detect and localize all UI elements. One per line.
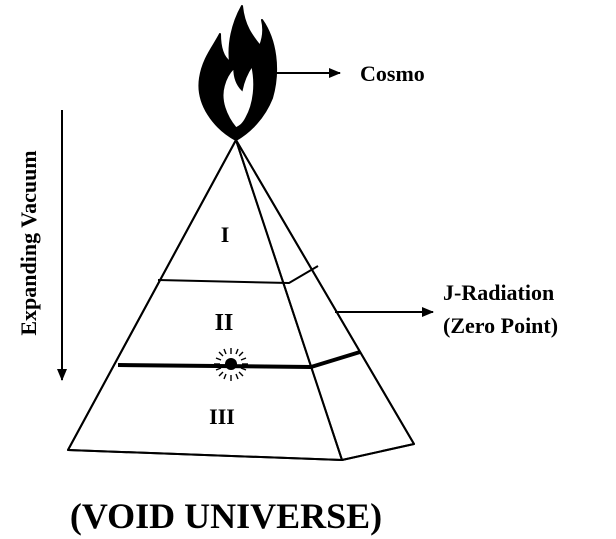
pyramid-outline	[67, 139, 415, 461]
zero-point-dot	[225, 358, 237, 370]
expanding-vacuum-label: Expanding Vacuum	[16, 150, 41, 335]
flame-icon	[198, 5, 278, 141]
pyramid	[67, 139, 415, 461]
zero-point-label: (Zero Point)	[443, 313, 558, 338]
j-radiation-label: J-Radiation	[443, 280, 554, 305]
level-divider-upper	[157, 265, 319, 284]
pyramid-side-face	[235, 139, 415, 461]
zero-point-burst-icon	[214, 348, 248, 381]
level-divider-lower	[117, 350, 361, 369]
cosmo-label: Cosmo	[360, 61, 425, 86]
region-label-bottom: III	[209, 404, 235, 429]
region-label-middle: II	[215, 310, 234, 336]
diagram-caption: (VOID UNIVERSE)	[70, 496, 382, 536]
region-label-top: I	[221, 222, 230, 247]
pyramid-front-face	[67, 139, 343, 461]
